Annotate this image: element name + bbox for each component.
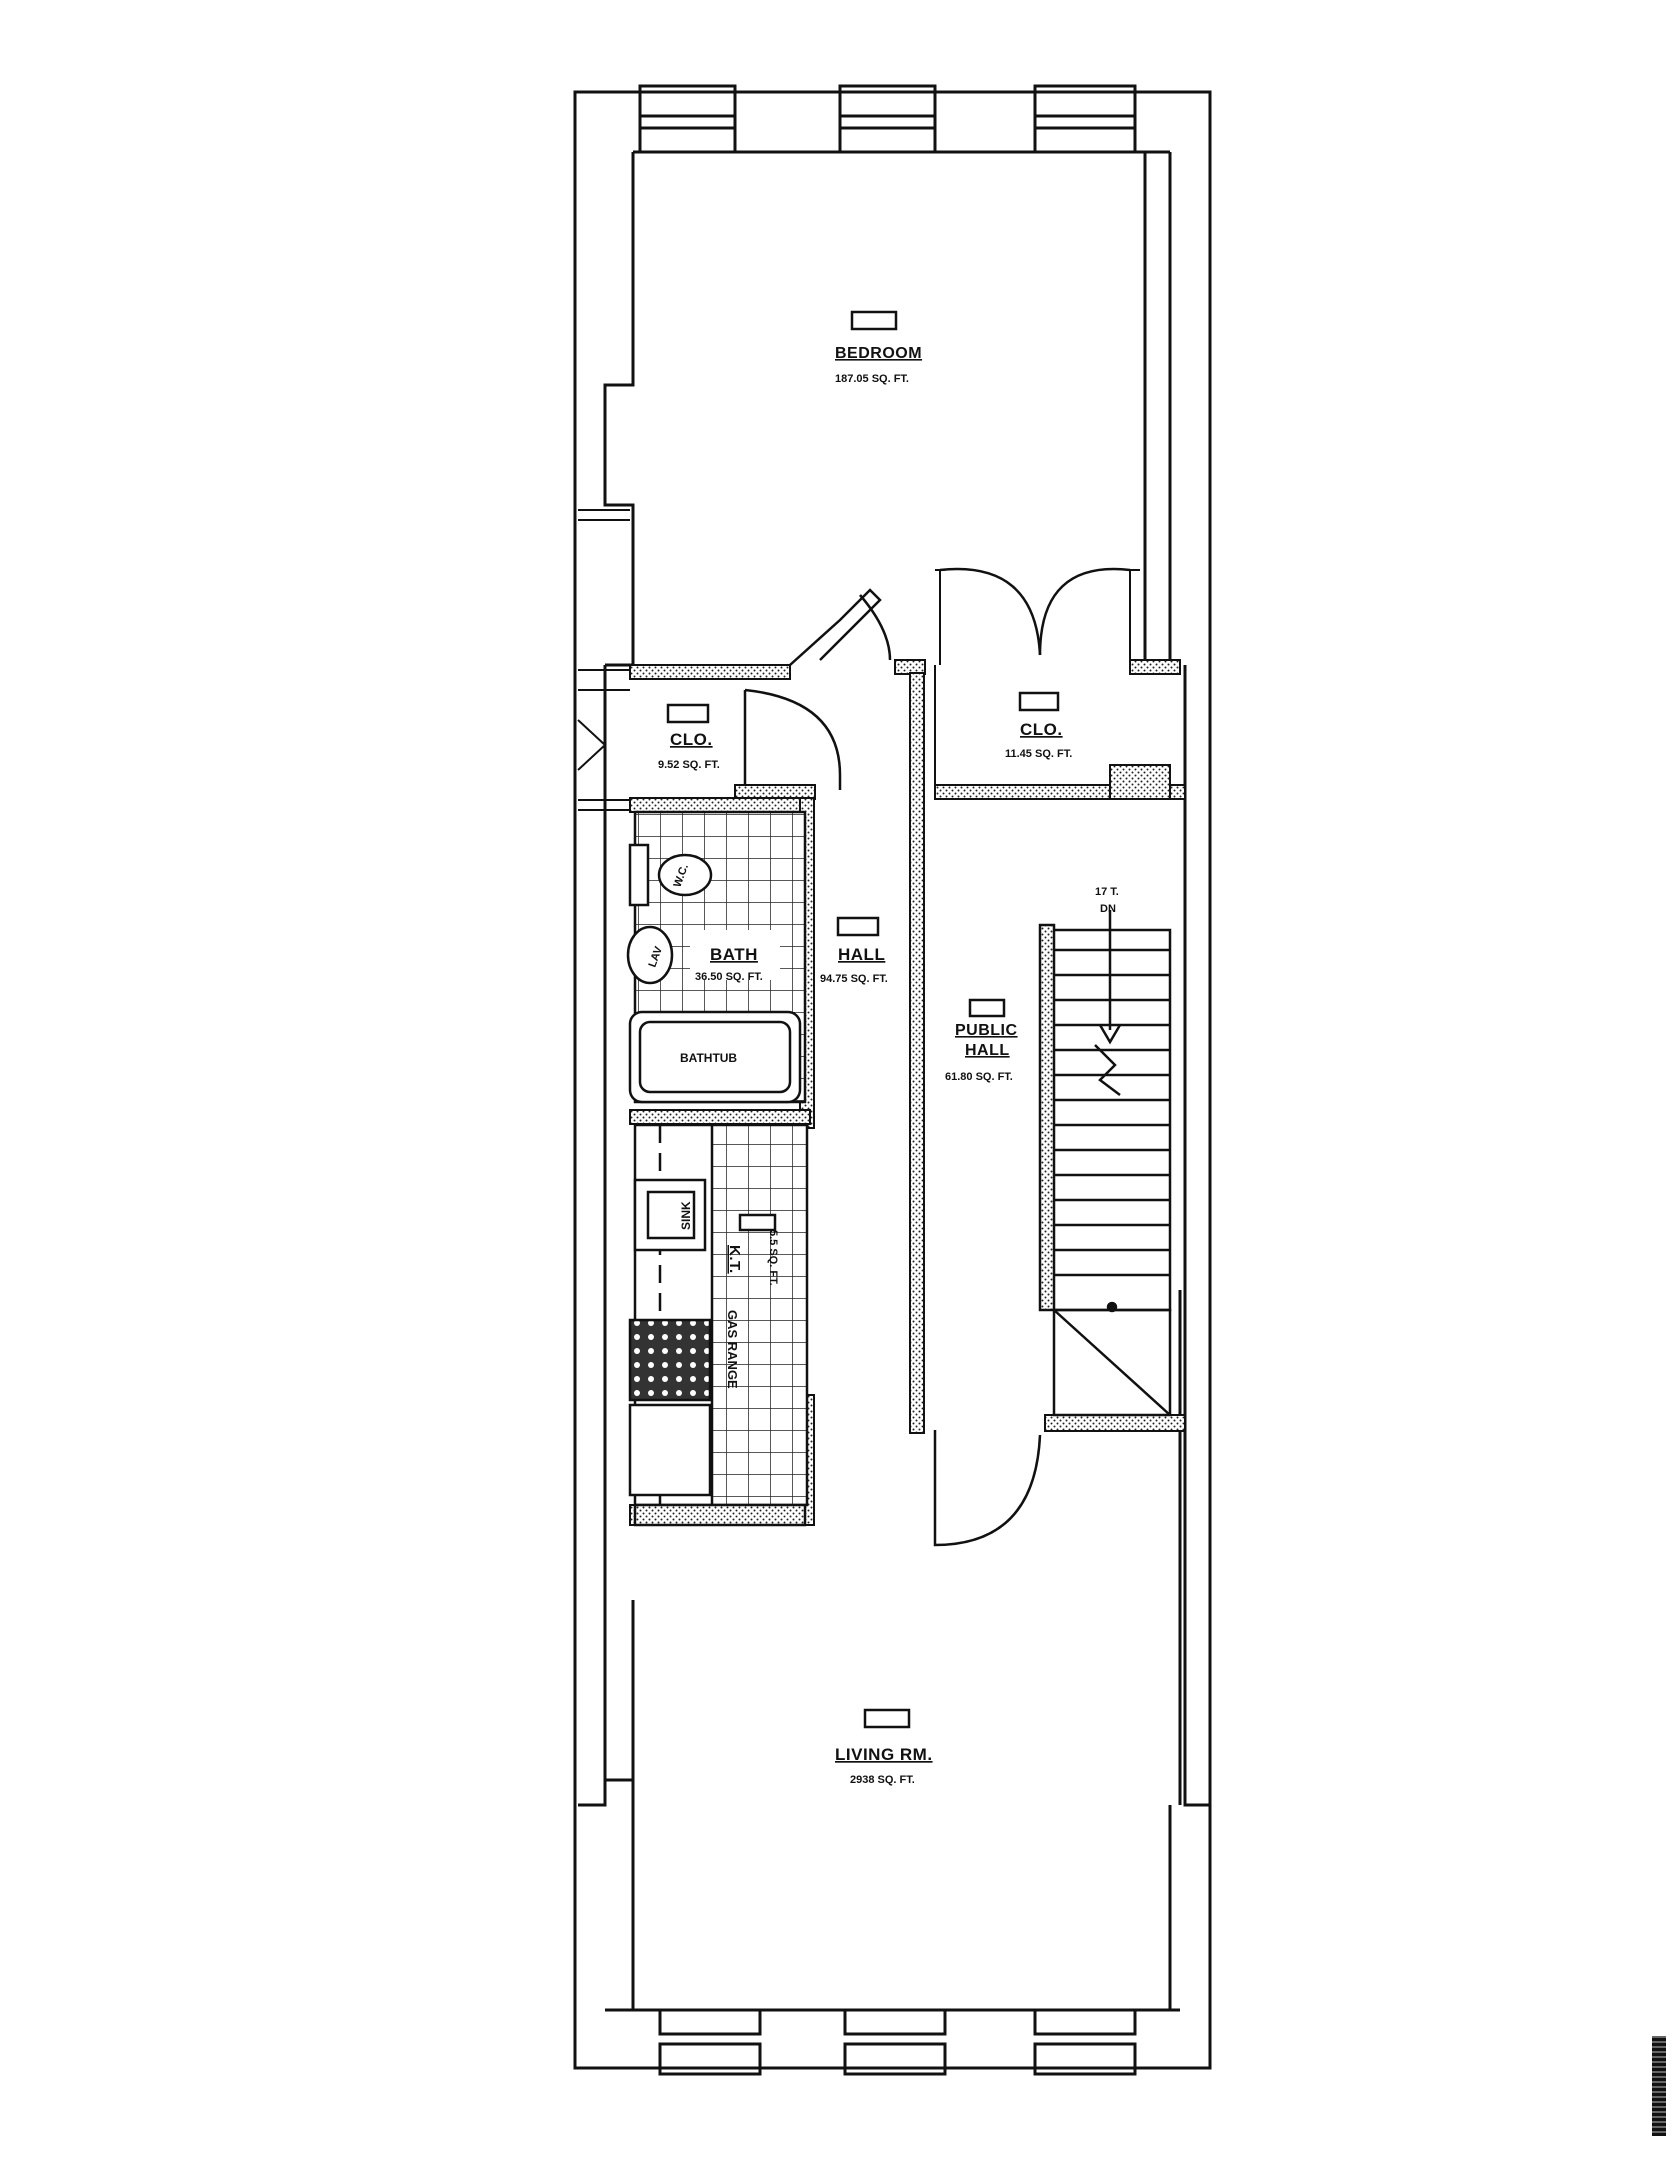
bathtub-label: BATHTUB: [680, 1051, 737, 1065]
bath-area: 36.50 SQ. FT.: [695, 971, 763, 983]
closet-left-label: CLO.: [670, 730, 713, 749]
gas-range-label: GAS RANGE: [725, 1310, 740, 1389]
door-swings: [743, 567, 1131, 1547]
kitchen-area: 5.5 SQ. FT.: [767, 1230, 779, 1286]
stair-direction-label: DN: [1100, 903, 1116, 915]
closet-right-label: CLO.: [1020, 720, 1063, 739]
side-opening: [577, 509, 630, 811]
bath-label: BATH: [710, 945, 758, 964]
bath-fixtures: [626, 810, 807, 1104]
bedroom-label: BEDROOM: [835, 345, 922, 362]
interior-walls: [629, 569, 1186, 1526]
stair-count-label: 17 T.: [1095, 886, 1119, 898]
front-windows: [638, 84, 1137, 154]
kitchen-fixtures: [628, 1123, 809, 1527]
closet-left-area: 9.52 SQ. FT.: [658, 759, 720, 771]
public-hall-label-line2: HALL: [965, 1042, 1010, 1059]
living-room-area: 2938 SQ. FT.: [850, 1774, 915, 1786]
kitchen-label: K.T.: [726, 1245, 743, 1274]
rear-windows: [658, 2008, 1137, 2076]
public-hall-label-line1: PUBLIC: [955, 1022, 1018, 1039]
room-tags: [666, 310, 1060, 1729]
bedroom-area: 187.05 SQ. FT.: [835, 373, 909, 385]
hall-area: 94.75 SQ. FT.: [820, 973, 888, 985]
closet-right-area: 11.45 SQ. FT.: [1005, 748, 1072, 760]
living-room-label: LIVING RM.: [835, 1745, 933, 1764]
hall-label: HALL: [838, 945, 885, 964]
sink-label: SINK: [679, 1201, 693, 1230]
scan-edge-mark: [1652, 2036, 1666, 2136]
stair: [1038, 910, 1172, 1417]
public-hall-area: 61.80 SQ. FT.: [945, 1071, 1013, 1083]
